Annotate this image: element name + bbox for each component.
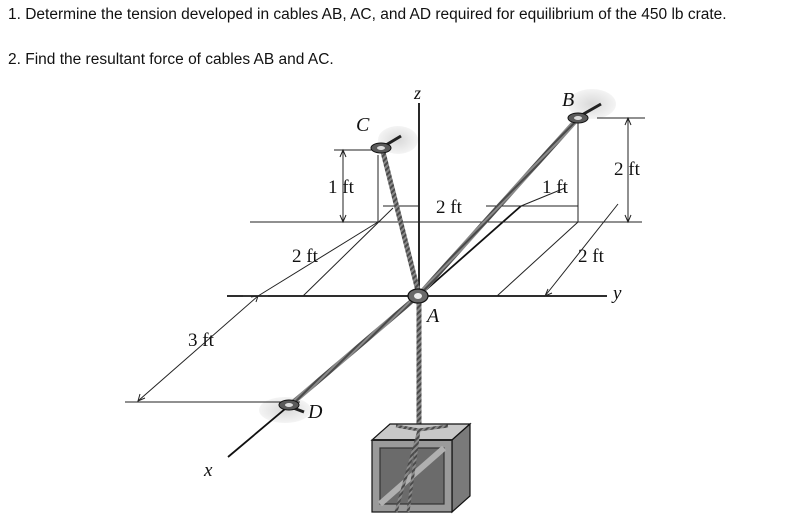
dim-b-x-offset: 1 ft bbox=[542, 177, 569, 198]
x-axis-far bbox=[418, 205, 522, 297]
anchor-bolt-b bbox=[567, 102, 602, 124]
dim-b-height: 2 ft bbox=[614, 159, 641, 180]
dim-c-height: 1 ft bbox=[328, 177, 355, 198]
cable-ac bbox=[379, 145, 422, 298]
anchor-cloud-b bbox=[568, 89, 616, 119]
label-a: A bbox=[425, 305, 440, 327]
axis-label-z: z bbox=[413, 83, 421, 103]
axis-label-y: y bbox=[611, 283, 622, 304]
question-1-text: 1. Determine the tension developed in ca… bbox=[8, 6, 727, 23]
cables bbox=[287, 113, 583, 435]
label-c: C bbox=[356, 114, 370, 136]
dim-b-y-offset: 2 ft bbox=[578, 246, 605, 267]
crate bbox=[370, 422, 472, 514]
dim-c-y-offset: 2 ft bbox=[436, 197, 463, 218]
cable-ab bbox=[416, 113, 583, 298]
dim-d-x-offset: 3 ft bbox=[188, 330, 215, 351]
label-d: D bbox=[307, 401, 323, 423]
ring-a bbox=[407, 288, 429, 304]
anchor-bolt-d bbox=[278, 399, 305, 414]
label-b: B bbox=[562, 89, 574, 111]
dim-c-x-offset: 2 ft bbox=[292, 246, 319, 267]
question-2-text: 2. Find the resultant force of cables AB… bbox=[8, 51, 334, 68]
anchor-bolt-c bbox=[370, 134, 402, 154]
dimension-lines bbox=[125, 116, 645, 403]
cable-ad bbox=[287, 292, 422, 408]
axis-label-x: x bbox=[203, 460, 213, 481]
